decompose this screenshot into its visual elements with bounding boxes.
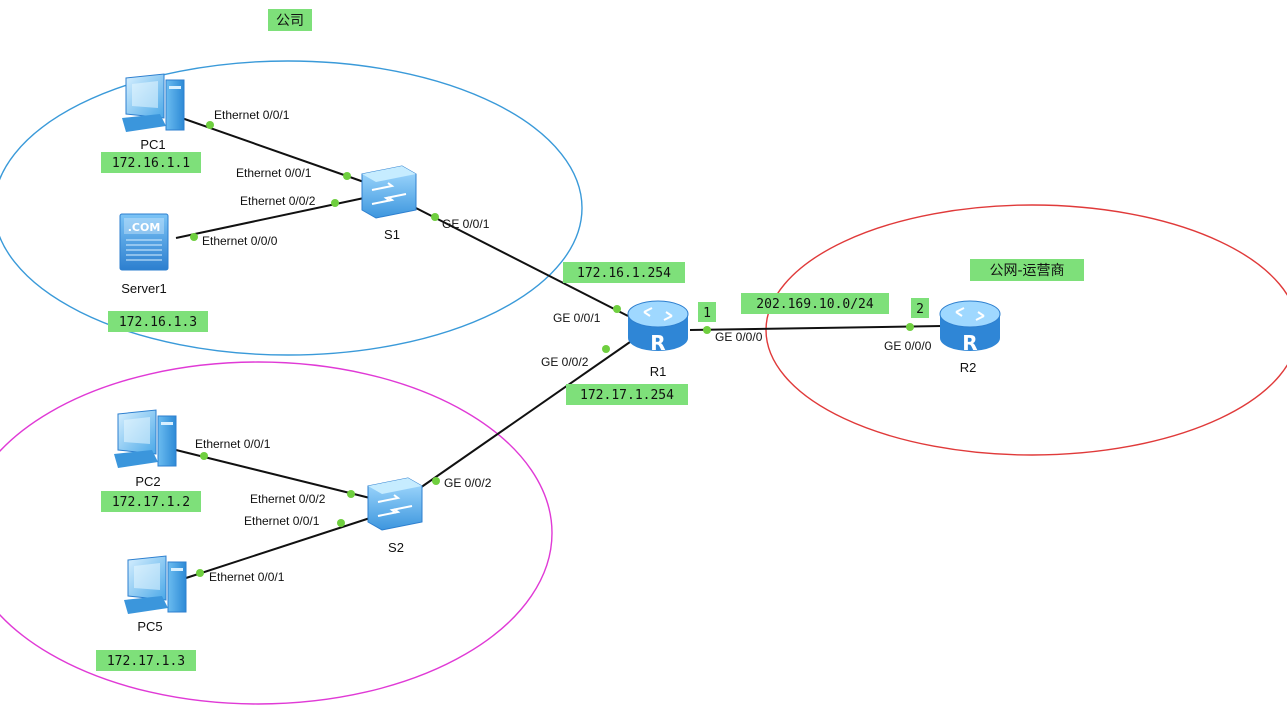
pc5-name: PC5 <box>137 619 162 634</box>
r2-name: R2 <box>960 360 977 375</box>
r1-name: R1 <box>650 364 667 379</box>
port-label: GE 0/0/2 <box>444 476 492 490</box>
link-s2-r1[interactable] <box>419 341 631 489</box>
svg-text:1: 1 <box>703 306 711 321</box>
server1-ip-label: 172.16.1.3 <box>108 311 208 332</box>
svg-text:R: R <box>650 331 665 355</box>
pc5-device[interactable] <box>124 555 187 614</box>
pc2-device[interactable] <box>114 409 177 468</box>
r1-g02-ip-label: 172.17.1.254 <box>566 384 688 405</box>
r2-device[interactable]: R <box>939 300 1001 355</box>
svg-text:172.16.1.1: 172.16.1.1 <box>112 156 190 171</box>
server-icon: .COM <box>119 213 169 271</box>
port-label: GE 0/0/0 <box>715 330 763 344</box>
port-label: Ethernet 0/0/2 <box>250 492 326 506</box>
svg-text:2: 2 <box>916 302 924 317</box>
svg-text:172.17.1.254: 172.17.1.254 <box>580 388 674 403</box>
svg-text:202.169.10.0/24: 202.169.10.0/24 <box>756 297 874 312</box>
port-label: Ethernet 0/0/1 <box>244 514 320 528</box>
r1-device[interactable]: R <box>627 300 689 355</box>
server1-device[interactable]: .COM <box>119 213 169 271</box>
port-label: GE 0/0/1 <box>553 311 601 325</box>
svg-text:172.16.1.3: 172.16.1.3 <box>119 315 197 330</box>
r1-g01-ip-label: 172.16.1.254 <box>563 262 685 283</box>
pc-icon <box>124 555 187 614</box>
s2-device[interactable] <box>367 477 423 531</box>
company-zone-label: 公司 <box>268 9 312 31</box>
isp-zone-ring <box>765 204 1287 456</box>
pc-icon <box>122 73 185 132</box>
svg-text:172.17.1.3: 172.17.1.3 <box>107 654 185 669</box>
wan-network-label: 202.169.10.0/24 <box>741 293 889 314</box>
pc1-ip-label: 172.16.1.1 <box>101 152 201 173</box>
switch-icon <box>367 477 423 531</box>
pc-icon <box>114 409 177 468</box>
r1-wan-host-label: 1 <box>698 302 716 322</box>
port-label: Ethernet 0/0/1 <box>195 437 271 451</box>
link-r1-r2[interactable] <box>689 325 943 331</box>
switch-icon <box>361 165 417 219</box>
port-label: Ethernet 0/0/1 <box>236 166 312 180</box>
pc2-name: PC2 <box>135 474 160 489</box>
lan2-zone-ring <box>0 361 553 705</box>
svg-text:172.17.1.2: 172.17.1.2 <box>112 495 190 510</box>
port-label: Ethernet 0/0/1 <box>209 570 285 584</box>
svg-text:公司: 公司 <box>276 13 304 29</box>
port-label: GE 0/0/1 <box>442 217 490 231</box>
svg-text:.COM: .COM <box>128 221 161 234</box>
r2-wan-host-label: 2 <box>911 298 929 318</box>
router-icon: R <box>939 300 1001 355</box>
server1-name: Server1 <box>121 281 167 296</box>
pc2-ip-label: 172.17.1.2 <box>101 491 201 512</box>
link-s1-r1[interactable] <box>411 205 629 317</box>
svg-text:R: R <box>962 331 977 355</box>
isp-zone-label: 公网-运营商 <box>970 259 1084 281</box>
router-icon: R <box>627 300 689 355</box>
company-zone-ring <box>0 60 583 356</box>
svg-text:公网-运营商: 公网-运营商 <box>989 263 1064 279</box>
port-label: GE 0/0/0 <box>884 339 932 353</box>
s1-device[interactable] <box>361 165 417 219</box>
port-label: GE 0/0/2 <box>541 355 589 369</box>
pc1-name: PC1 <box>140 137 165 152</box>
link-pc2-s2[interactable] <box>175 449 371 499</box>
pc5-ip-label: 172.17.1.3 <box>96 650 196 671</box>
port-label: Ethernet 0/0/1 <box>214 108 290 122</box>
s1-name: S1 <box>384 227 400 242</box>
port-label: Ethernet 0/0/2 <box>240 194 316 208</box>
s2-name: S2 <box>388 540 404 555</box>
svg-text:172.16.1.254: 172.16.1.254 <box>577 266 671 281</box>
port-label: Ethernet 0/0/0 <box>202 234 278 248</box>
port-dots <box>190 121 914 577</box>
link-pc5-s2[interactable] <box>185 517 371 579</box>
pc1-device[interactable] <box>122 73 185 132</box>
